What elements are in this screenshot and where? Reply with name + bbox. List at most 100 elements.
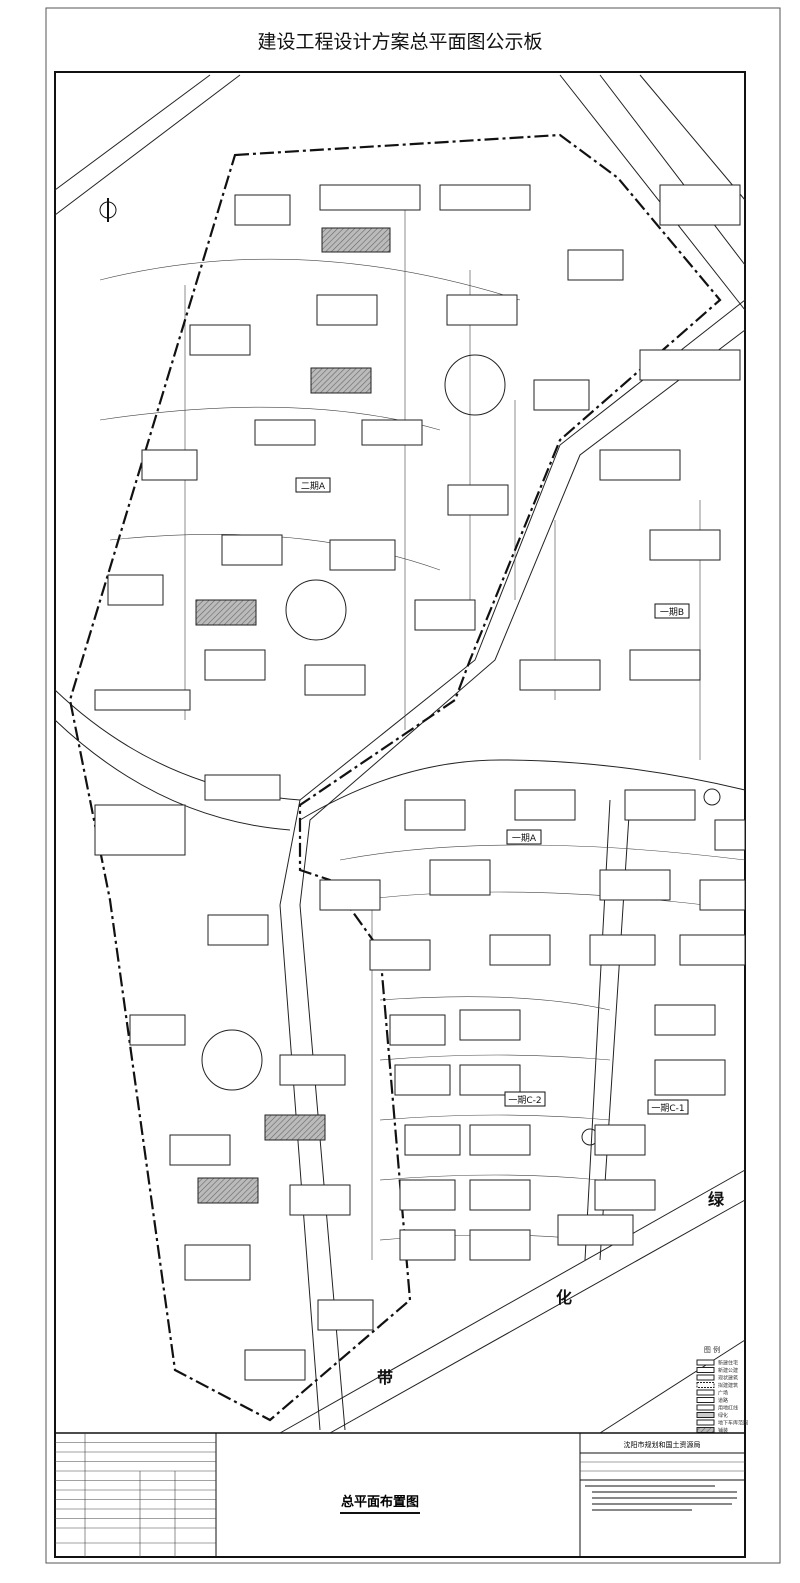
building-footprint xyxy=(557,1214,634,1246)
building-footprint xyxy=(234,194,291,226)
building-footprint xyxy=(533,379,590,411)
building-footprint xyxy=(369,939,431,971)
building-footprint xyxy=(639,349,741,381)
svg-text:图 例: 图 例 xyxy=(704,1345,720,1354)
building-footprint xyxy=(459,1009,521,1041)
roads xyxy=(54,74,746,1434)
legend-swatch xyxy=(696,1404,715,1411)
building-footprint xyxy=(189,324,251,356)
building-footprint xyxy=(169,1134,231,1166)
buildings xyxy=(94,184,746,1381)
building-footprint xyxy=(629,649,701,681)
label-phase1c2: 一期C-2 xyxy=(508,1095,541,1106)
landmark-plots xyxy=(195,227,391,1204)
building-footprint xyxy=(519,659,601,691)
building-footprint xyxy=(204,774,281,801)
legend-swatch xyxy=(696,1389,715,1396)
building-footprint xyxy=(469,1229,531,1261)
label-phase1a: 一期A xyxy=(512,833,537,844)
svg-text:绿: 绿 xyxy=(708,1190,725,1209)
legend-swatch xyxy=(696,1382,715,1388)
building-footprint xyxy=(316,294,378,326)
circles xyxy=(201,354,721,1146)
legend-item-label: 现状建筑 xyxy=(718,1375,738,1382)
title-block: 总平面布置图 沈阳市规划和国土资源局 xyxy=(55,1432,745,1557)
building-footprint xyxy=(184,1244,251,1281)
building-footprint xyxy=(699,879,746,911)
building-footprint xyxy=(129,1014,186,1046)
legend-item-label: 用地红线 xyxy=(718,1405,738,1412)
label-phase1c1: 一期C-1 xyxy=(651,1103,684,1114)
building-footprint xyxy=(207,914,269,946)
building-footprint xyxy=(304,664,366,696)
legend-item-label: 拟建建筑 xyxy=(718,1382,738,1389)
building-footprint xyxy=(469,1179,531,1211)
drawing-frame xyxy=(54,71,746,1558)
building-footprint xyxy=(589,934,656,966)
legend-swatch xyxy=(696,1397,715,1403)
authority-name: 沈阳市规划和国土资源局 xyxy=(624,1440,701,1449)
building-footprint xyxy=(221,534,283,566)
building-footprint xyxy=(489,934,551,966)
building-footprint xyxy=(329,539,396,571)
phase-labels: 二期A 一期B 一期A 一期C-2 一期C-1 xyxy=(295,477,690,1115)
label-phase1b: 一期B xyxy=(660,607,684,618)
building-footprint xyxy=(567,249,624,281)
drawing-name: 总平面布置图 xyxy=(341,1494,419,1510)
building-footprint xyxy=(389,1014,446,1046)
building-footprint xyxy=(469,1124,531,1156)
building-footprint xyxy=(244,1349,306,1381)
building-footprint xyxy=(599,869,671,901)
board-title: 建设工程设计方案总平面图公示板 xyxy=(257,31,542,53)
building-footprint xyxy=(414,599,476,631)
board-border xyxy=(45,7,781,1564)
building-footprint xyxy=(439,184,531,211)
building-footprint xyxy=(594,1179,656,1211)
svg-text:化: 化 xyxy=(556,1288,572,1307)
building-footprint xyxy=(594,1124,646,1156)
building-footprint xyxy=(399,1179,456,1211)
building-footprint xyxy=(317,1299,374,1331)
svg-text:带: 带 xyxy=(377,1368,393,1387)
building-footprint xyxy=(446,294,518,326)
building-footprint xyxy=(94,689,191,711)
building-footprint xyxy=(319,184,421,211)
building-footprint xyxy=(679,934,746,966)
building-footprint xyxy=(394,1064,451,1096)
legend-item-label: 广场 xyxy=(718,1390,728,1397)
building-footprint xyxy=(204,649,266,681)
building-footprint xyxy=(654,1004,716,1036)
building-footprint xyxy=(319,879,381,911)
building-footprint xyxy=(447,484,509,516)
legend-swatch xyxy=(696,1412,715,1418)
green-belt-label: 绿 化 带 xyxy=(377,1190,725,1387)
legend-swatch xyxy=(696,1427,715,1433)
legend-item-label: 道路 xyxy=(718,1397,728,1404)
legend-swatch xyxy=(696,1374,715,1381)
building-footprint xyxy=(654,1059,726,1096)
building-footprint xyxy=(399,1229,456,1261)
legend-swatch xyxy=(696,1367,715,1373)
building-footprint xyxy=(404,799,466,831)
building-footprint xyxy=(659,184,741,226)
site-boundary xyxy=(68,133,722,1422)
legend-item-label: 新建公建 xyxy=(718,1367,738,1374)
legend-item-label: 铺装 xyxy=(718,1427,728,1434)
building-footprint xyxy=(514,789,576,821)
building-footprint xyxy=(107,574,164,606)
building-footprint xyxy=(289,1184,351,1216)
building-footprint xyxy=(624,789,696,821)
building-footprint xyxy=(254,419,316,446)
building-footprint xyxy=(459,1064,521,1096)
building-footprint xyxy=(649,529,721,561)
building-footprint xyxy=(94,804,186,856)
legend-item-label: 绿化 xyxy=(718,1412,728,1419)
legend-swatch xyxy=(696,1359,715,1366)
building-footprint xyxy=(279,1054,346,1086)
legend-item-label: 地下车库范围 xyxy=(718,1420,748,1427)
building-footprint xyxy=(404,1124,461,1156)
building-footprint xyxy=(714,819,746,851)
building-footprint xyxy=(361,419,423,446)
